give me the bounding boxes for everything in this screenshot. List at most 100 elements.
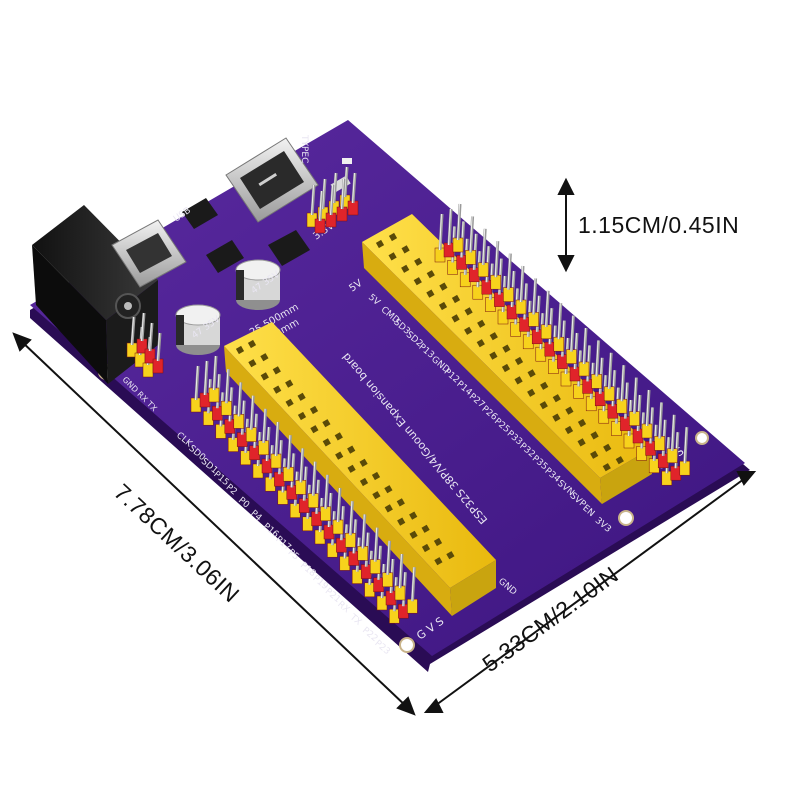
pin-spacer bbox=[215, 424, 227, 439]
pin-spacer bbox=[332, 519, 344, 535]
pin-spacer bbox=[661, 470, 673, 486]
header-pin-highlight bbox=[352, 172, 355, 204]
header-socket bbox=[615, 456, 624, 465]
pin-spacer bbox=[434, 247, 446, 263]
dimension-arrow-width bbox=[423, 471, 757, 713]
header-pin-highlight bbox=[557, 303, 561, 340]
header-pin-highlight bbox=[319, 190, 322, 222]
pin-spacer bbox=[345, 532, 356, 548]
pin-spacer bbox=[465, 250, 476, 265]
header-pin-highlight bbox=[337, 487, 340, 523]
header-socket bbox=[409, 530, 418, 539]
pin-spacer bbox=[515, 299, 527, 315]
header-pin-highlight bbox=[204, 360, 207, 396]
header-pin-highlight bbox=[671, 414, 675, 451]
pin-spacer bbox=[224, 419, 236, 434]
header-socket bbox=[372, 491, 381, 500]
header-socket bbox=[322, 419, 331, 428]
pin-spacer bbox=[582, 379, 593, 394]
pin-spacer bbox=[302, 516, 313, 532]
pin-spacer bbox=[347, 200, 359, 216]
header-socket bbox=[359, 477, 369, 487]
header-socket bbox=[527, 369, 536, 378]
pin-spacer bbox=[270, 453, 282, 469]
right-female-header bbox=[362, 214, 652, 504]
pin-spacer bbox=[645, 441, 656, 456]
header-socket bbox=[602, 463, 611, 472]
header-socket bbox=[590, 431, 599, 440]
left-male-pin-rows bbox=[190, 355, 418, 624]
pin-spacer bbox=[274, 471, 285, 487]
header-socket bbox=[439, 282, 448, 291]
pin-spacer bbox=[620, 416, 631, 431]
header-socket bbox=[464, 326, 473, 335]
pin-spacer bbox=[258, 440, 269, 456]
header-pin-highlight bbox=[386, 540, 390, 575]
header-socket bbox=[451, 314, 460, 323]
pin-spacer bbox=[286, 485, 298, 500]
pin-spacer bbox=[531, 329, 543, 345]
pin-spacer bbox=[373, 577, 384, 593]
header-socket bbox=[539, 401, 548, 410]
pin-spacer bbox=[569, 366, 581, 382]
pin-spacer bbox=[277, 490, 289, 505]
header-pin-highlight bbox=[324, 474, 328, 509]
header-pin-highlight bbox=[595, 340, 599, 377]
header-pin-highlight bbox=[457, 203, 460, 241]
pin-spacer bbox=[594, 391, 606, 407]
header-socket bbox=[434, 557, 443, 566]
header-socket bbox=[464, 307, 473, 316]
pin-spacer bbox=[221, 400, 232, 416]
header-pin-highlight bbox=[608, 352, 612, 389]
header-pin-highlight bbox=[262, 408, 266, 443]
pin-spacer bbox=[249, 445, 260, 461]
header-socket bbox=[297, 392, 306, 401]
header-socket bbox=[322, 438, 331, 447]
pin-spacer bbox=[654, 436, 665, 451]
pin-spacer bbox=[503, 287, 514, 302]
header-pin-highlight bbox=[399, 553, 402, 589]
header-socket bbox=[273, 385, 282, 394]
header-pin-highlight bbox=[141, 312, 144, 342]
capacitor-right: 47 35V bbox=[235, 259, 282, 310]
header-pin-highlight bbox=[361, 514, 365, 549]
header-pin-highlight bbox=[532, 278, 536, 315]
header-socket bbox=[426, 270, 435, 279]
pin-spacer bbox=[320, 506, 331, 522]
pin-spacer bbox=[394, 585, 406, 601]
pin-spacer bbox=[591, 374, 602, 389]
pin-spacer bbox=[265, 476, 276, 492]
header-socket bbox=[384, 485, 393, 494]
header-socket bbox=[426, 289, 435, 298]
pin-spacer bbox=[528, 312, 539, 327]
pin-spacer bbox=[560, 371, 572, 387]
pin-spacer bbox=[573, 384, 584, 399]
mount-hole bbox=[618, 510, 634, 526]
pin-spacer bbox=[603, 386, 615, 402]
header-socket bbox=[309, 405, 319, 415]
header-socket bbox=[489, 351, 498, 360]
dimension-arrow-height bbox=[557, 177, 575, 273]
header-socket bbox=[438, 301, 448, 311]
header-pin-highlight bbox=[482, 228, 486, 265]
header-socket bbox=[285, 398, 294, 407]
pin-spacer bbox=[307, 493, 319, 508]
pin-spacer bbox=[327, 542, 338, 558]
pin-spacer bbox=[666, 448, 678, 464]
pin-spacer bbox=[522, 334, 534, 350]
header-socket bbox=[414, 257, 423, 266]
pin-spacer bbox=[519, 317, 530, 332]
pin-spacer bbox=[314, 218, 326, 234]
header-socket bbox=[248, 359, 257, 368]
header-pin-highlight bbox=[448, 208, 451, 246]
header-pin-highlight bbox=[330, 184, 333, 216]
header-pin-highlight bbox=[646, 389, 649, 427]
header-pin-highlight bbox=[157, 332, 160, 362]
mount-hole bbox=[399, 637, 415, 653]
pin-spacer bbox=[494, 292, 505, 307]
pin-spacer bbox=[506, 304, 518, 320]
pin-spacer bbox=[598, 408, 610, 424]
header-socket bbox=[603, 443, 612, 452]
pin-spacer bbox=[611, 421, 622, 436]
